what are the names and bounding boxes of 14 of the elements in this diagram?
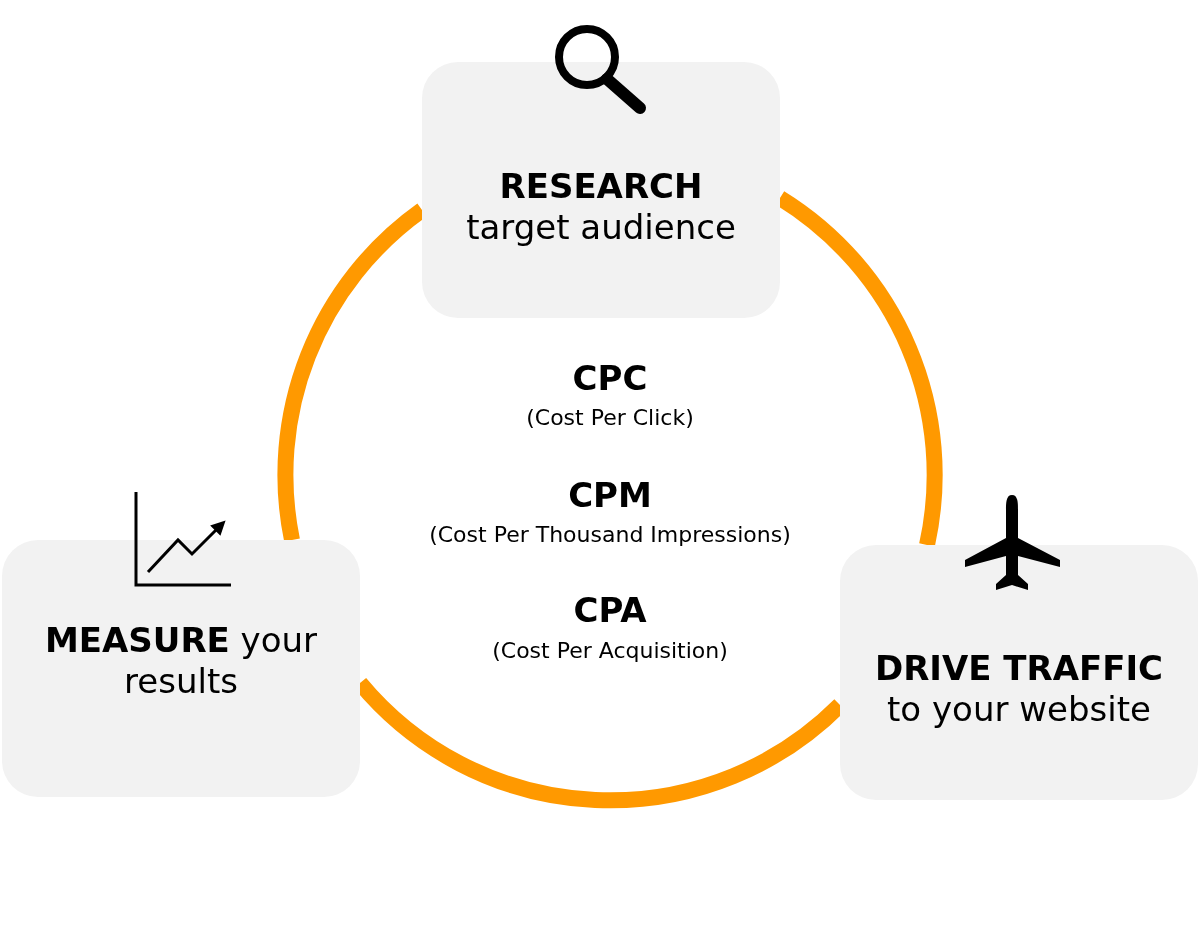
metric-abbreviation: CPC bbox=[571, 358, 649, 398]
step-heading: DRIVE TRAFFIC bbox=[874, 648, 1164, 690]
step-heading: RESEARCH bbox=[499, 166, 703, 208]
step-text: to your website bbox=[887, 689, 1151, 730]
metric-abbreviation: CPM bbox=[567, 475, 653, 515]
step-text: MEASURE your results bbox=[43, 620, 319, 702]
step-card bbox=[840, 545, 1198, 800]
step-text: target audience bbox=[466, 207, 736, 248]
step-card bbox=[422, 62, 780, 318]
metric-abbreviation: CPA bbox=[572, 590, 648, 630]
metric-definition: (Cost Per Acquisition) bbox=[491, 638, 729, 663]
metric-definition: (Cost Per Thousand Impressions) bbox=[428, 522, 792, 547]
step-card bbox=[2, 540, 360, 797]
metric-definition: (Cost Per Click) bbox=[525, 405, 695, 430]
